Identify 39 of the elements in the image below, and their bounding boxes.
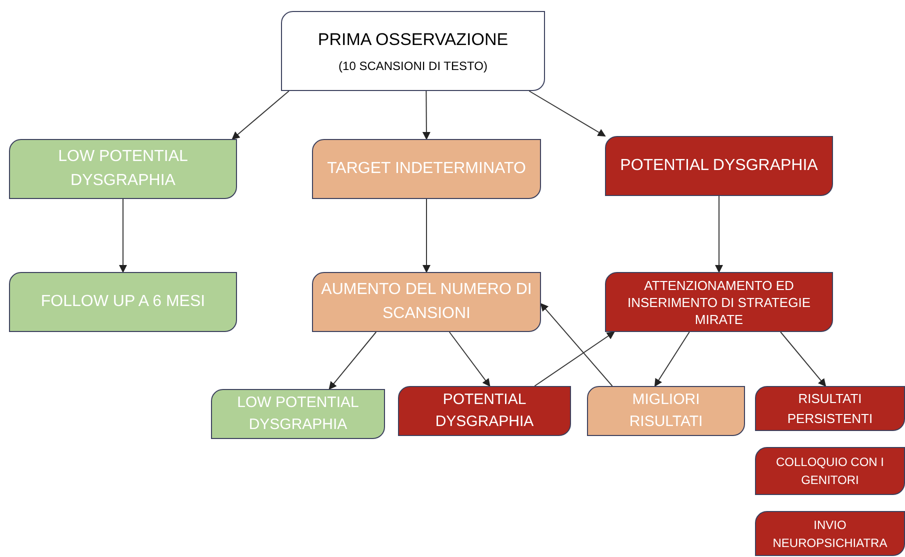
box-title: FOLLOW UP A 6 MESI [40,292,206,312]
box-title: TARGET INDETERMINATO [327,159,526,179]
process-box [9,272,237,332]
box-title: MIGLIORI RISULTATI [628,390,704,432]
process-box [312,272,541,332]
arrow [534,331,615,386]
box-title: INVIO NEUROPSICHIATRA [772,516,888,552]
arrow [422,198,430,273]
box-title: RISULTATI PERSISTENTI [786,390,874,428]
arrow [448,332,490,387]
process-box [9,139,237,199]
arrow [119,198,127,273]
process-box [755,447,905,495]
arrow [654,332,690,387]
process-box [755,511,905,556]
arrow [780,332,826,387]
arrow [328,332,377,390]
process-box [211,389,385,439]
arrow [540,303,613,386]
box-title: POTENTIAL DYSGRAPHIA [434,390,535,432]
process-box [605,272,833,332]
box-subtitle: (10 SCANSIONI DI TESTO) [338,58,488,75]
arrow [422,90,430,140]
process-box [605,136,833,196]
process-box [312,139,541,199]
box-title: ATTENZIONAMENTO ED INSERIMENTO DI STRATEGIE MIRATE [626,276,812,328]
box-title: AUMENTO DEL NUMERO DI SCANSIONI [321,280,532,324]
process-box [398,386,571,436]
process-box [587,386,745,436]
arrow [232,90,290,140]
arrow [715,196,723,273]
process-box [755,386,905,431]
box-title: PRIMA OSSERVAZIONE [318,29,508,52]
box-title: COLLOQUIO CON I GENITORI [774,454,886,489]
box-title: LOW POTENTIAL DYSGRAPHIA [57,147,189,191]
box-title: POTENTIAL DYSGRAPHIA [620,156,818,176]
box-title: LOW POTENTIAL DYSGRAPHIA [236,392,360,435]
arrow [528,90,606,136]
process-box [281,11,545,91]
